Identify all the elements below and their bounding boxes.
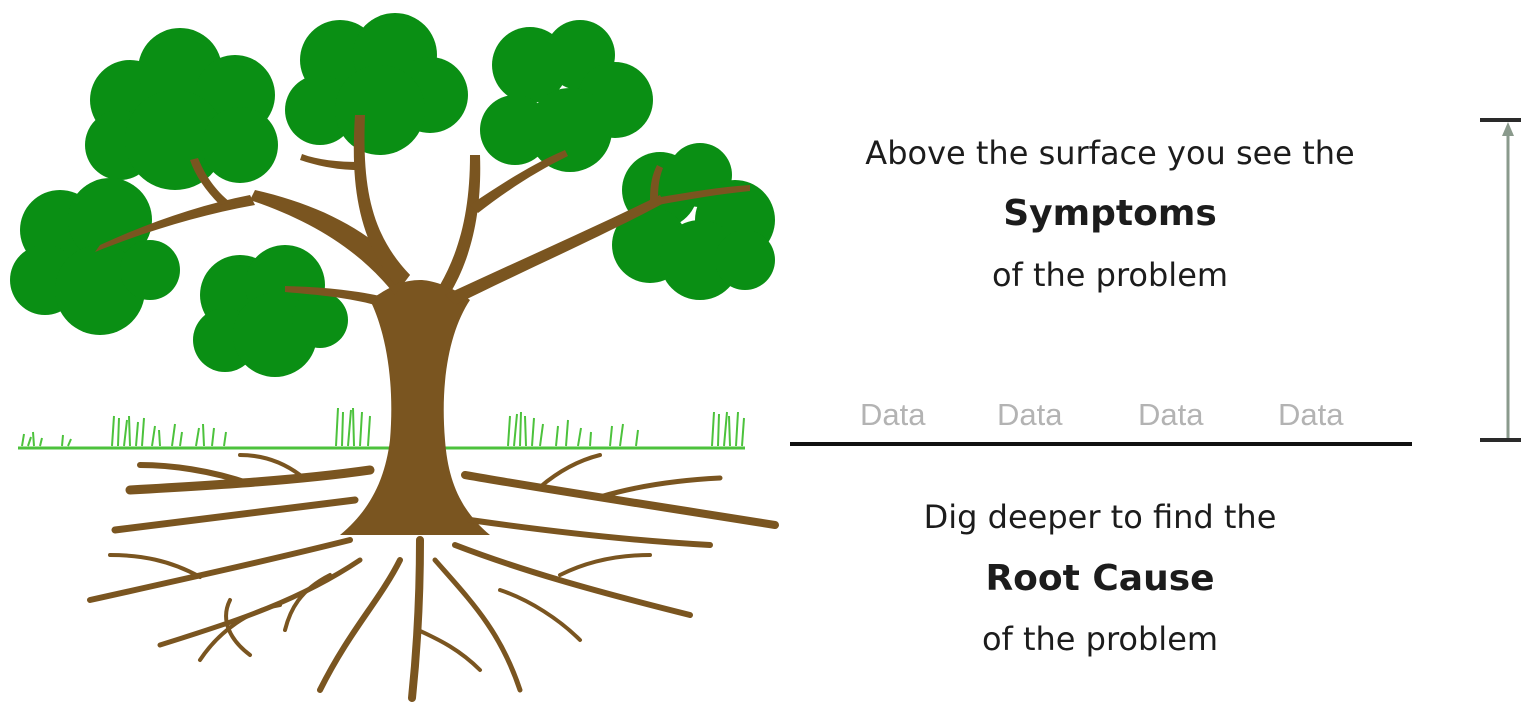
height-arrow bbox=[1478, 110, 1521, 450]
root-cause-subtext: of the problem bbox=[770, 620, 1430, 658]
data-label: Data bbox=[1138, 397, 1203, 433]
symptoms-heading: Symptoms bbox=[780, 193, 1440, 234]
data-labels-row: Data Data Data Data bbox=[840, 397, 1400, 437]
leaf-cluster-top-left bbox=[85, 28, 278, 190]
root-cause-intro-text: Dig deeper to find the bbox=[770, 498, 1430, 536]
symptoms-subtext: of the problem bbox=[780, 256, 1440, 294]
data-label: Data bbox=[860, 397, 925, 433]
data-label: Data bbox=[997, 397, 1062, 433]
grass bbox=[18, 408, 745, 448]
leaf-cluster-left bbox=[10, 178, 180, 335]
surface-line bbox=[790, 442, 1412, 446]
leaf-cluster-top-right bbox=[480, 20, 653, 172]
tree-illustration bbox=[0, 0, 800, 702]
arrow-head-icon bbox=[1502, 122, 1514, 136]
leaf-cluster-right bbox=[612, 143, 775, 300]
symptoms-intro-text: Above the surface you see the bbox=[780, 134, 1440, 172]
leaf-cluster-center-left bbox=[193, 245, 348, 377]
data-label: Data bbox=[1278, 397, 1343, 433]
root-cause-heading: Root Cause bbox=[770, 558, 1430, 599]
leaf-cluster-top-center bbox=[285, 13, 468, 155]
